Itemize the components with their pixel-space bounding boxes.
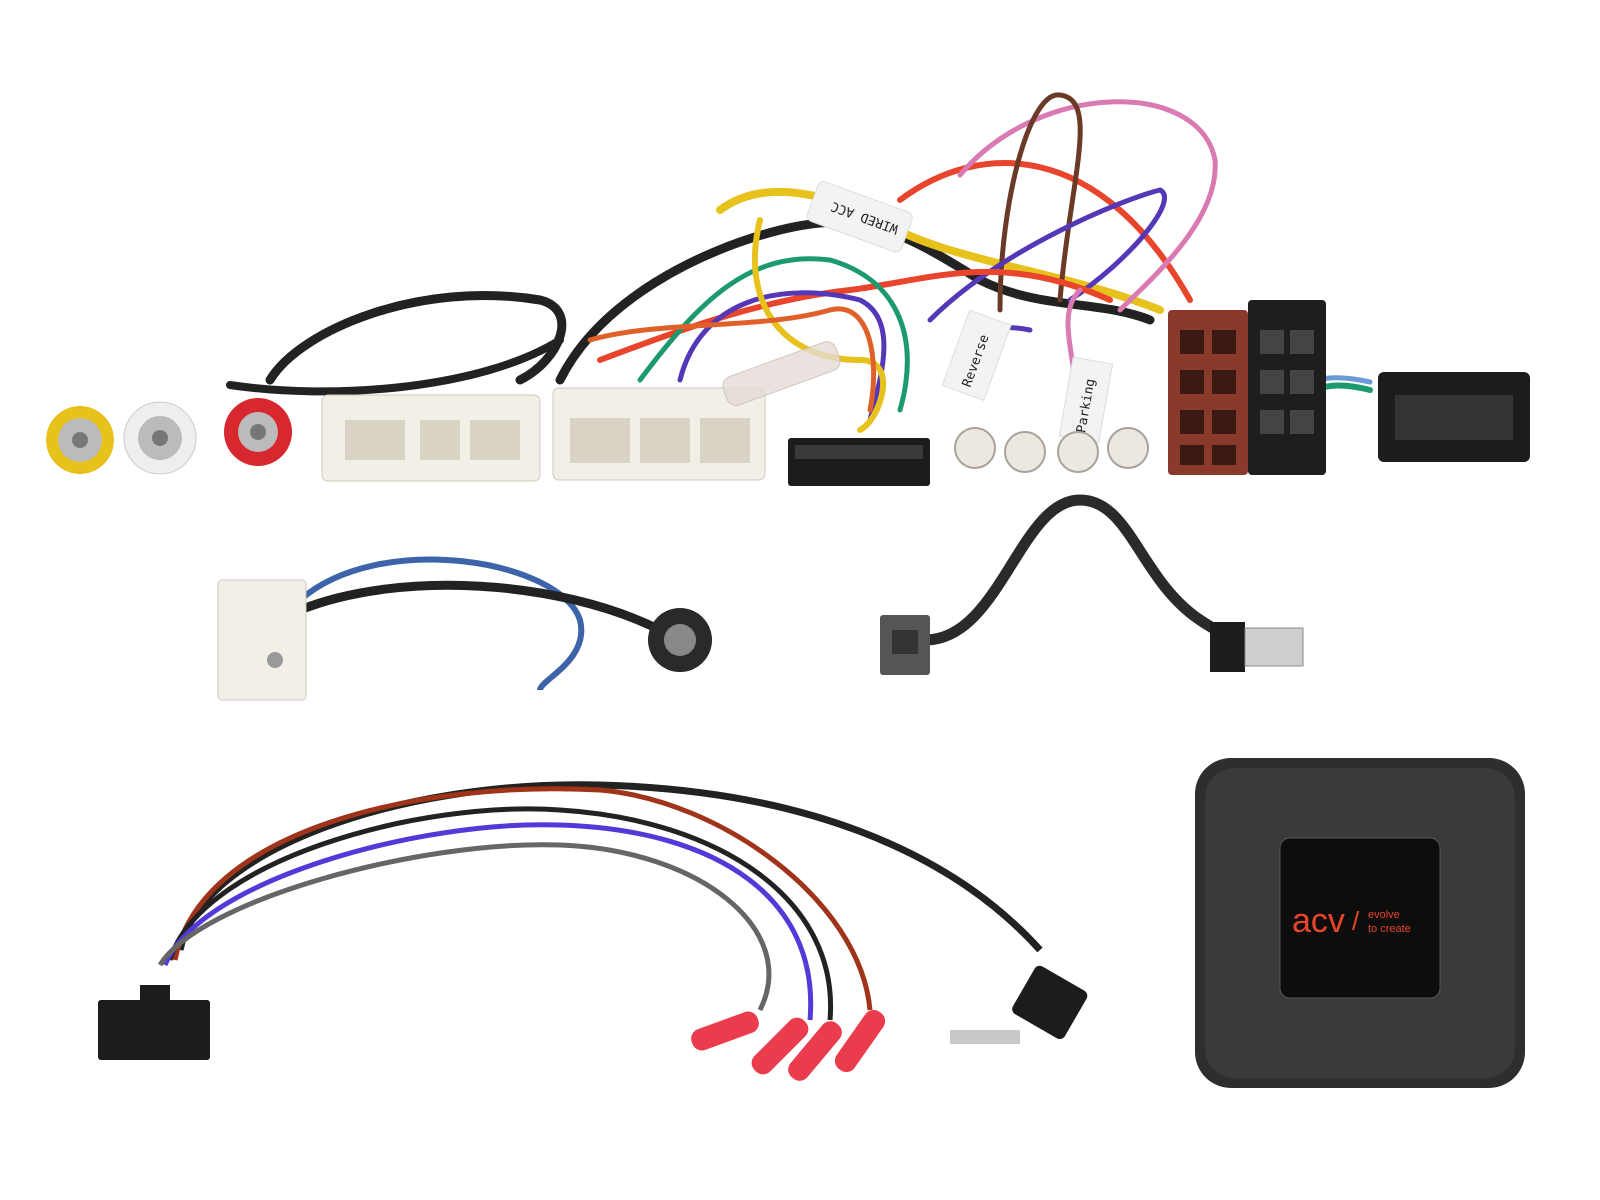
wired-acc-tag: WIRED ACC bbox=[806, 181, 913, 253]
acv-interface-module: acv / evolve to create bbox=[1195, 758, 1525, 1088]
usb-cable bbox=[880, 494, 1304, 675]
iso-connector-brown bbox=[1168, 310, 1248, 475]
reverse-tag: Reverse bbox=[941, 309, 1012, 402]
steering-interface-wires bbox=[157, 781, 1043, 1021]
parking-tag: Parking bbox=[1058, 356, 1114, 444]
slogan-line-1: evolve bbox=[1368, 909, 1400, 921]
vehicle-connector-2 bbox=[552, 387, 766, 481]
rca-plug-red bbox=[224, 398, 292, 466]
rca-plugs bbox=[46, 398, 292, 475]
radio-connector-black bbox=[788, 438, 930, 486]
inline-fuse-holder bbox=[722, 341, 841, 406]
slogan-line-2: to create bbox=[1368, 923, 1411, 935]
iso-connector-black bbox=[1248, 300, 1326, 475]
red-bullet-terminals bbox=[691, 1009, 886, 1081]
vehicle-connector-1 bbox=[321, 394, 541, 482]
rca-plug-white bbox=[123, 401, 197, 475]
rca-plug-yellow bbox=[46, 406, 114, 474]
steering-connector-black bbox=[1378, 372, 1530, 462]
svg-text:/: / bbox=[1352, 906, 1360, 936]
antenna-adapter bbox=[217, 556, 712, 701]
radio-connector-16pin bbox=[98, 985, 210, 1060]
brand-logo: acv bbox=[1292, 902, 1345, 940]
audio-jack-35mm bbox=[950, 965, 1088, 1044]
bullet-connectors bbox=[954, 427, 1149, 473]
